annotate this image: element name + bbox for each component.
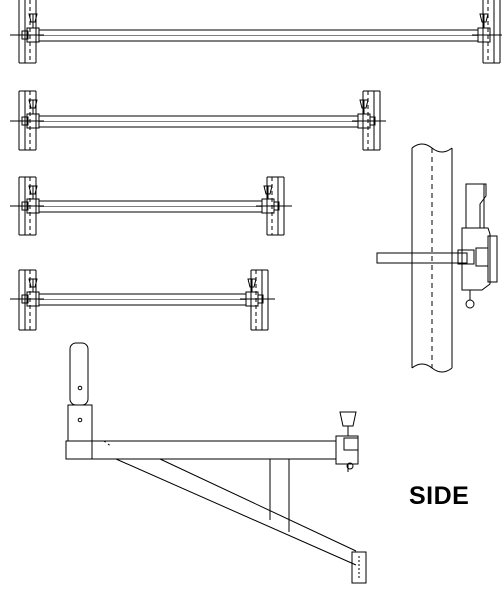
ledger-2-left-coupler bbox=[10, 100, 44, 128]
ledger-4 bbox=[10, 270, 275, 330]
ledger-1-right-coupler bbox=[472, 14, 502, 42]
bracket-brace-bottom bbox=[160, 459, 356, 551]
ledger-1-left-coupler bbox=[10, 14, 44, 42]
ledger-2 bbox=[10, 91, 386, 150]
ledger-4-right-standard bbox=[251, 270, 268, 330]
bracket-end-plate bbox=[352, 552, 366, 583]
ledger-3-right-standard bbox=[267, 177, 284, 235]
ledger-4-left-coupler bbox=[10, 279, 44, 306]
side-bracket bbox=[66, 343, 366, 583]
bracket-spigot-socket bbox=[68, 405, 92, 441]
ledger-stub bbox=[377, 253, 467, 263]
coupler-pin-eye bbox=[466, 300, 474, 308]
coupler-clamp bbox=[462, 228, 490, 290]
ledger-4-left-standard bbox=[19, 270, 36, 330]
side-label: SIDE bbox=[409, 482, 470, 510]
bracket-brace-top bbox=[116, 459, 356, 565]
ledger-3-right-coupler bbox=[256, 186, 292, 213]
ledger-2-right-coupler bbox=[352, 100, 386, 128]
ledger-4-right-coupler bbox=[240, 279, 275, 306]
ledger-1-right-standard bbox=[483, 0, 500, 63]
coupler-side-view bbox=[377, 144, 497, 372]
ledger-3-left-coupler bbox=[10, 186, 44, 213]
bracket-arm bbox=[66, 441, 336, 459]
ledger-1-left-standard bbox=[19, 0, 36, 63]
ledger-3 bbox=[10, 177, 292, 235]
ledger-1 bbox=[10, 0, 502, 63]
bracket-spigot bbox=[70, 343, 88, 405]
ledger-2-right-standard bbox=[363, 91, 380, 150]
